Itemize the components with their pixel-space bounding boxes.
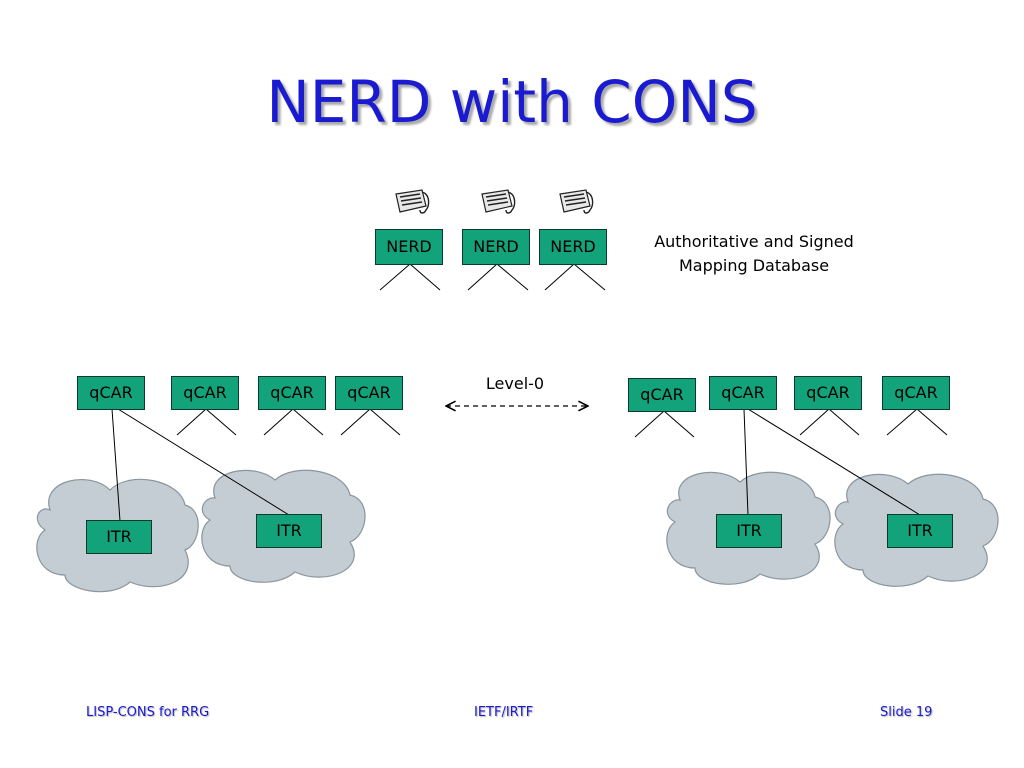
qcar-left-4[interactable]: qCAR <box>335 376 403 410</box>
footer-slide-number: Slide 19 <box>880 705 933 720</box>
nerd-tree-lines <box>379 263 606 291</box>
itr-box-2[interactable]: ITR <box>256 514 322 548</box>
itr-box-4[interactable]: ITR <box>887 514 953 548</box>
itr-box-1[interactable]: ITR <box>86 520 152 554</box>
qcar-left-1[interactable]: qCAR <box>77 376 145 410</box>
itr-connection-lines <box>111 408 921 522</box>
qcar-left-3[interactable]: qCAR <box>258 376 326 410</box>
nerd-box-1[interactable]: NERD <box>375 229 443 265</box>
level-label: Level-0 <box>485 374 545 393</box>
qcar-right-3[interactable]: qCAR <box>794 376 862 410</box>
nerd-box-3[interactable]: NERD <box>539 229 607 265</box>
nerd-description: Authoritative and Signed Mapping Databas… <box>654 232 854 275</box>
nerd-box-2[interactable]: NERD <box>462 229 530 265</box>
footer-left: LISP-CONS for RRG <box>86 705 210 720</box>
footer-center: IETF/IRTF <box>474 705 534 720</box>
slide-title: NERD with CONS <box>266 68 758 136</box>
qcar-right-1[interactable]: qCAR <box>628 378 696 412</box>
qcar-right-2[interactable]: qCAR <box>709 376 777 410</box>
database-icon <box>481 189 516 214</box>
qcar-left-2[interactable]: qCAR <box>171 376 239 410</box>
qcar-right-4[interactable]: qCAR <box>882 376 950 410</box>
right-qcar-tree-lines <box>634 408 948 438</box>
left-qcar-tree-lines <box>176 408 401 436</box>
itr-box-3[interactable]: ITR <box>716 514 782 548</box>
database-icon <box>559 189 594 214</box>
database-icon <box>395 189 430 214</box>
